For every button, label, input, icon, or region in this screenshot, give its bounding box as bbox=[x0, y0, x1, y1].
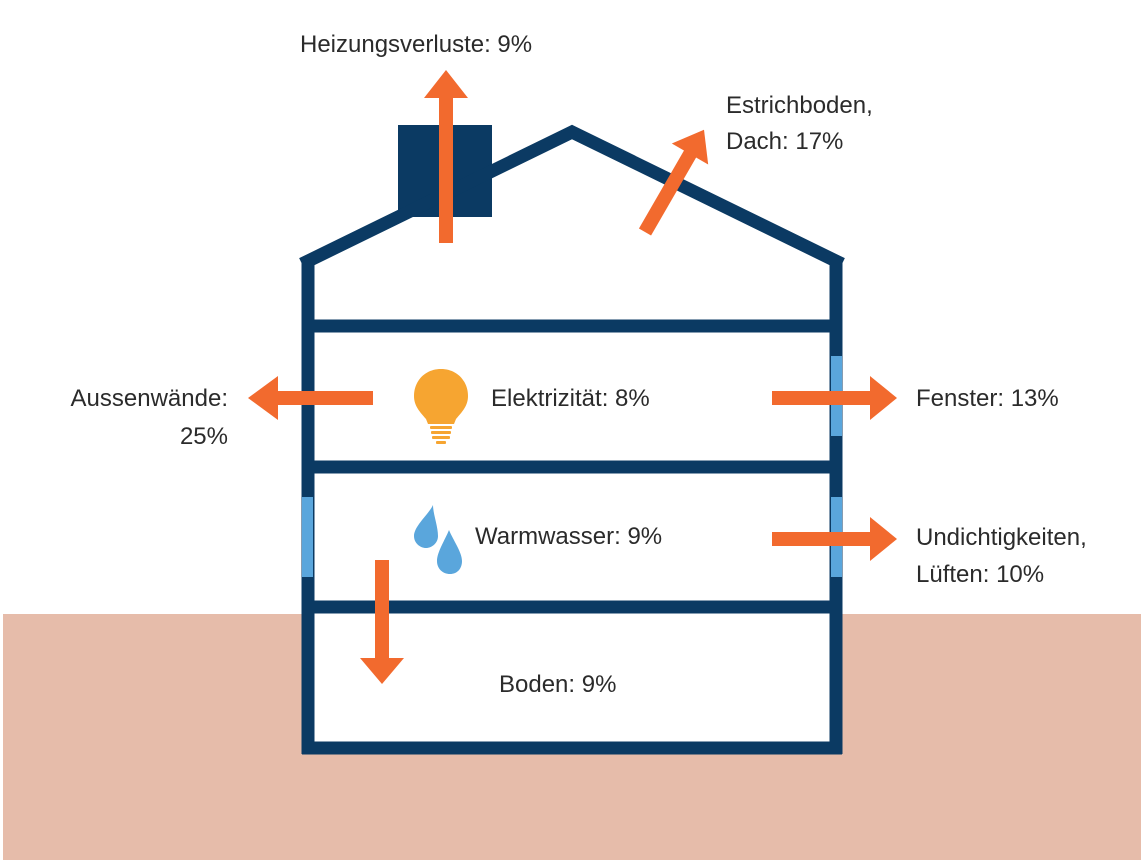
light-bulb-icon bbox=[414, 369, 468, 444]
label-warmwasser: Warmwasser: 9% bbox=[475, 523, 662, 550]
arrow-heizungsverluste bbox=[424, 70, 468, 243]
house-interior bbox=[308, 136, 836, 748]
label-aussenwaende-line1: Aussenwände: bbox=[71, 385, 228, 412]
label-undichtigkeiten-line2: Lüften: 10% bbox=[916, 561, 1044, 588]
label-boden: Boden: 9% bbox=[499, 671, 616, 698]
arrow-undichtigkeiten bbox=[772, 517, 897, 561]
label-elektrizitaet: Elektrizität: 8% bbox=[491, 385, 650, 412]
arrow-estrichboden bbox=[638, 129, 709, 236]
label-estrichboden-line2: Dach: 17% bbox=[726, 128, 843, 155]
arrow-fenster bbox=[772, 376, 897, 420]
label-aussenwaende-line2: 25% bbox=[180, 423, 228, 450]
label-fenster: Fenster: 13% bbox=[916, 385, 1059, 412]
label-estrichboden-line1: Estrichboden, bbox=[726, 92, 873, 119]
roof bbox=[299, 124, 845, 270]
arrow-boden bbox=[360, 560, 404, 684]
water-drops-icon bbox=[414, 505, 462, 574]
label-heizungsverluste: Heizungsverluste: 9% bbox=[300, 31, 532, 58]
arrow-aussenwaende bbox=[248, 376, 373, 420]
window-left-lower bbox=[302, 497, 313, 577]
label-undichtigkeiten-line1: Undichtigkeiten, bbox=[916, 524, 1087, 551]
